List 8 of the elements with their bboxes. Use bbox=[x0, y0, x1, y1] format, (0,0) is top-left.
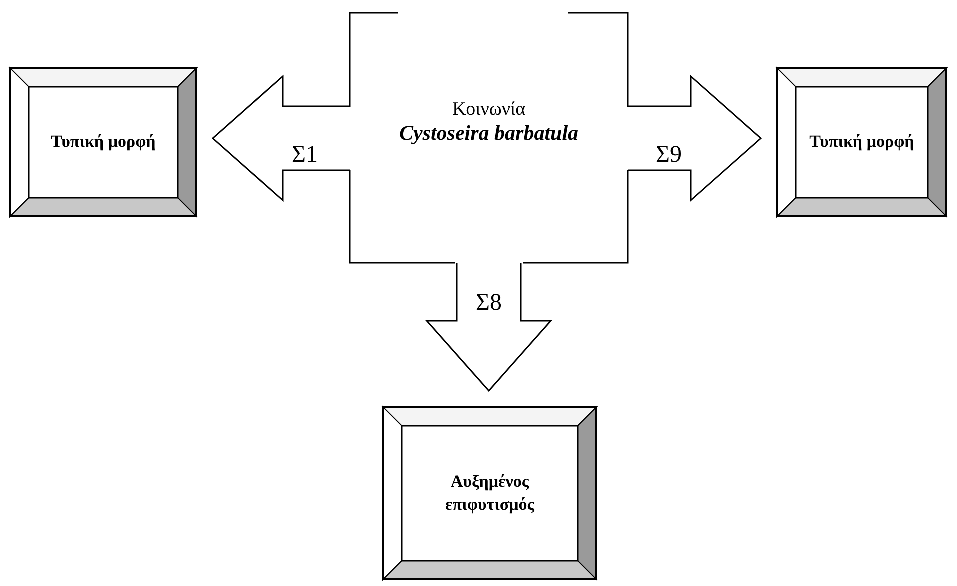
species-name: Cystoseira barbatula bbox=[399, 120, 579, 145]
block-arrow bbox=[627, 74, 762, 202]
block-arrow bbox=[212, 74, 351, 202]
block-arrow bbox=[425, 262, 553, 392]
box-label: Τυπική μορφή bbox=[51, 131, 156, 154]
box-label: Αυξημένος επιφυτισμός bbox=[444, 470, 536, 516]
community-label: Κοινωνία bbox=[452, 99, 526, 121]
box-label: Τυπική μορφή bbox=[810, 131, 914, 154]
